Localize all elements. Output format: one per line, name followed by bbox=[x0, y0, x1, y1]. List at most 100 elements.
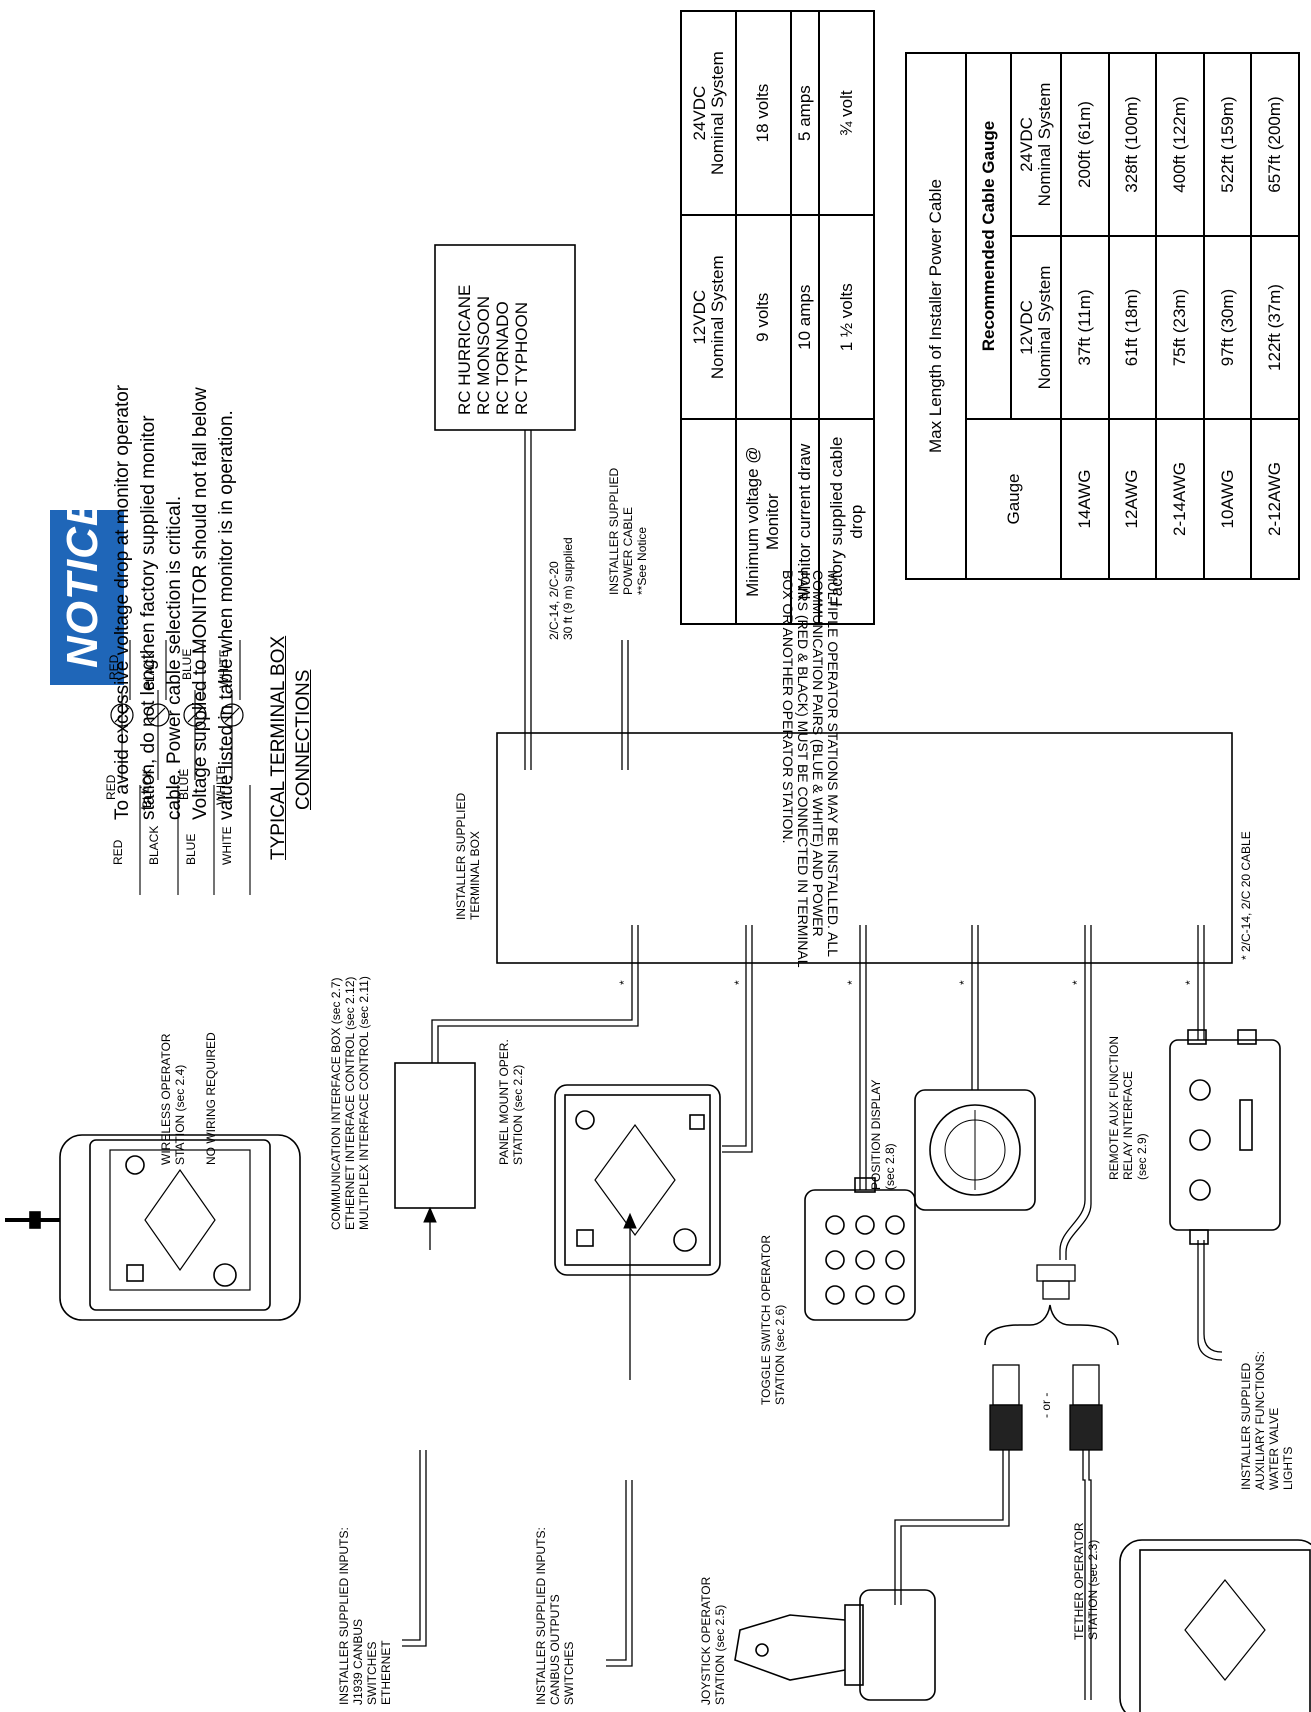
ct-cell: 61ft (18m) bbox=[1108, 236, 1157, 419]
terminal-lines bbox=[121, 640, 251, 895]
asterisk-6: * bbox=[1183, 980, 1197, 985]
asterisk-4: * bbox=[957, 980, 971, 985]
aux-functions-1: INSTALLER SUPPLIED bbox=[1239, 1362, 1253, 1490]
monitor-cable bbox=[524, 430, 532, 770]
wireless-label-1: WIRELESS OPERATOR bbox=[159, 1033, 173, 1165]
vt-cell: ¾ volt bbox=[819, 11, 874, 216]
notice-line-1: To avoid excessive voltage drop at monit… bbox=[112, 384, 133, 820]
panel-mount-label-1: PANEL MOUNT OPER. bbox=[497, 1039, 511, 1165]
asterisk-5: * bbox=[1070, 980, 1084, 985]
wireless-label-2: STATION (sec 2.4) bbox=[173, 1064, 187, 1165]
comm-box-label-1: COMMUNICATION INTERFACE BOX (sec 2.7) bbox=[329, 977, 343, 1230]
connector-plug bbox=[1036, 1264, 1076, 1300]
supplied-cable-1: 2/C-14, 2/C-20 bbox=[547, 561, 561, 640]
term-left-white: WHITE bbox=[220, 826, 234, 865]
tether-label-1: TETHER OPERATOR bbox=[1072, 1522, 1086, 1640]
remote-aux-device bbox=[1169, 1029, 1281, 1245]
inputs1-line-1: INSTALLER SUPPLIED INPUTS: bbox=[337, 1527, 351, 1705]
term-right-white: WHITE bbox=[217, 649, 231, 688]
asterisk-3: * bbox=[845, 980, 859, 985]
ct-cell: 97ft (30m) bbox=[1203, 236, 1252, 419]
ct-header-gauge: Gauge bbox=[966, 419, 1061, 579]
power-cable-1: INSTALLER SUPPLIED bbox=[607, 467, 621, 595]
toggle-label-1: TOGGLE SWITCH OPERATOR bbox=[759, 1234, 773, 1405]
tether-connector bbox=[1069, 1364, 1103, 1700]
input-cables bbox=[402, 1450, 633, 1667]
terminal-box-label-2: TERMINAL BOX bbox=[468, 831, 482, 920]
notice-title: NOTICE bbox=[58, 495, 107, 668]
ct-cell: 10AWG bbox=[1203, 419, 1252, 579]
terminal-connections-title-2: CONNECTIONS bbox=[293, 669, 314, 810]
power-cable-3: **See Notice bbox=[635, 526, 649, 595]
ct-cell: 75ft (23m) bbox=[1156, 236, 1204, 419]
notice-line-5: value listed in table when monitor is in… bbox=[216, 410, 237, 820]
wireless-station-device bbox=[5, 1134, 301, 1321]
comm-box-label-3: MULTIPLEX INTERFACE CONTROL (sec 2.11) bbox=[357, 976, 371, 1230]
ct-cell: 37ft (11m) bbox=[1061, 236, 1109, 419]
inputs1-line-2: J1939 CANBUS bbox=[351, 1618, 365, 1705]
aux-functions-2: AUXILIARY FUNCTIONS: bbox=[1253, 1351, 1267, 1490]
voltage-table: 12VDC Nominal System 24VDC Nominal Syste… bbox=[680, 10, 875, 625]
vt-cell: 10 amps bbox=[790, 215, 820, 420]
ct-cell: 12AWG bbox=[1108, 419, 1157, 579]
vt-cell: 18 volts bbox=[736, 11, 791, 216]
terminal-note-line-2: COMMUNICATION PAIRS (BLUE & WHITE) AND P… bbox=[810, 570, 826, 937]
monitor-label-4: RC TYPHOON bbox=[512, 301, 531, 415]
joystick-label-1: JOYSTICK OPERATOR bbox=[699, 1576, 713, 1705]
supplied-cable-2: 30 ft (9 m) supplied bbox=[561, 537, 575, 640]
ct-cell: 522ft (159m) bbox=[1203, 53, 1252, 236]
remote-aux-label-2: RELAY INTERFACE bbox=[1121, 1071, 1135, 1180]
terminal-connections-title-1: TYPICAL TERMINAL BOX bbox=[268, 635, 289, 860]
vt-cell: 5 amps bbox=[790, 11, 820, 216]
term-left-red: RED bbox=[111, 839, 125, 865]
term-right-black: BLACK bbox=[143, 650, 157, 690]
term-right-blue: BLUE bbox=[180, 648, 194, 680]
term-mid-black: BLACK bbox=[140, 768, 154, 808]
cable-footnote: * 2/C-14, 2/C 20 CABLE bbox=[1239, 831, 1253, 960]
term-mid-blue: BLUE bbox=[177, 768, 191, 800]
inputs1-line-3: SWITCHES bbox=[365, 1641, 379, 1705]
vt-cell: 9 volts bbox=[736, 215, 791, 420]
power-cable bbox=[621, 640, 629, 770]
position-label-1: POSITION DISPLAY bbox=[869, 1079, 883, 1190]
toggle-switch-device bbox=[804, 1177, 916, 1321]
inputs2-line-2: CANBUS OUTPUTS bbox=[548, 1594, 562, 1705]
power-cable-2: POWER CABLE bbox=[621, 506, 635, 595]
aux-functions-3: WATER VALVE bbox=[1267, 1407, 1281, 1490]
remote-aux-label-1: REMOTE AUX FUNCTION bbox=[1107, 1035, 1121, 1180]
terminal-note-line-4: BOX OR ANOTHER OPERATOR STATION. bbox=[780, 570, 796, 844]
term-left-blue: BLUE bbox=[184, 833, 198, 865]
term-mid-red: RED bbox=[104, 774, 118, 800]
ct-header-24v: 24VDC Nominal System bbox=[1011, 53, 1061, 236]
ct-header-12v: 12VDC Nominal System bbox=[1011, 236, 1061, 419]
monitor-label-3: RC TORNADO bbox=[493, 301, 512, 415]
station-cables bbox=[431, 925, 1205, 1260]
ct-title: Max Length of Installer Power Cable bbox=[906, 53, 966, 579]
terminal-box-label-1: INSTALLER SUPPLIED bbox=[454, 792, 468, 920]
ct-cell: 122ft (37m) bbox=[1251, 236, 1299, 419]
notice-line-4: Voltage supplied to MONITOR should not f… bbox=[190, 387, 211, 820]
monitor-box bbox=[434, 244, 576, 431]
notice-line-2: station, do not lengthen factory supplie… bbox=[138, 415, 159, 820]
position-display-device bbox=[914, 1089, 1036, 1211]
vt-header-2: 24VDC Nominal System bbox=[681, 11, 736, 216]
position-label-2: (sec 2.8) bbox=[883, 1143, 897, 1190]
cable-table: Max Length of Installer Power Cable Gaug… bbox=[905, 52, 1300, 580]
aux-functions-4: LIGHTS bbox=[1281, 1446, 1295, 1490]
aux-cable bbox=[1197, 1240, 1223, 1361]
ct-cell: 328ft (100m) bbox=[1108, 53, 1157, 236]
vt-header-0 bbox=[681, 419, 736, 624]
panel-mount-device bbox=[554, 1084, 721, 1276]
joystick-label-2: STATION (sec 2.5) bbox=[713, 1604, 727, 1705]
ct-cell: 400ft (122m) bbox=[1156, 53, 1204, 236]
term-mid-white: WHITE bbox=[214, 766, 228, 805]
comm-box-label-2: ETHERNET INTERFACE CONTROL (sec 2.12) bbox=[343, 976, 357, 1230]
wireless-note: NO WIRING REQUIRED bbox=[204, 1032, 218, 1165]
terminal-note-line-3: PAIRS (RED & BLACK) MUST BE CONNECTED IN… bbox=[795, 570, 811, 968]
vt-cell: 1 ½ volts bbox=[819, 215, 874, 420]
inputs2-line-3: SWITCHES bbox=[562, 1641, 576, 1705]
inputs1-line-4: ETHERNET bbox=[379, 1640, 393, 1705]
term-left-black: BLACK bbox=[147, 825, 161, 865]
terminal-note-line-1: MULTIPLE OPERATOR STATIONS MAY BE INSTAL… bbox=[825, 570, 841, 957]
